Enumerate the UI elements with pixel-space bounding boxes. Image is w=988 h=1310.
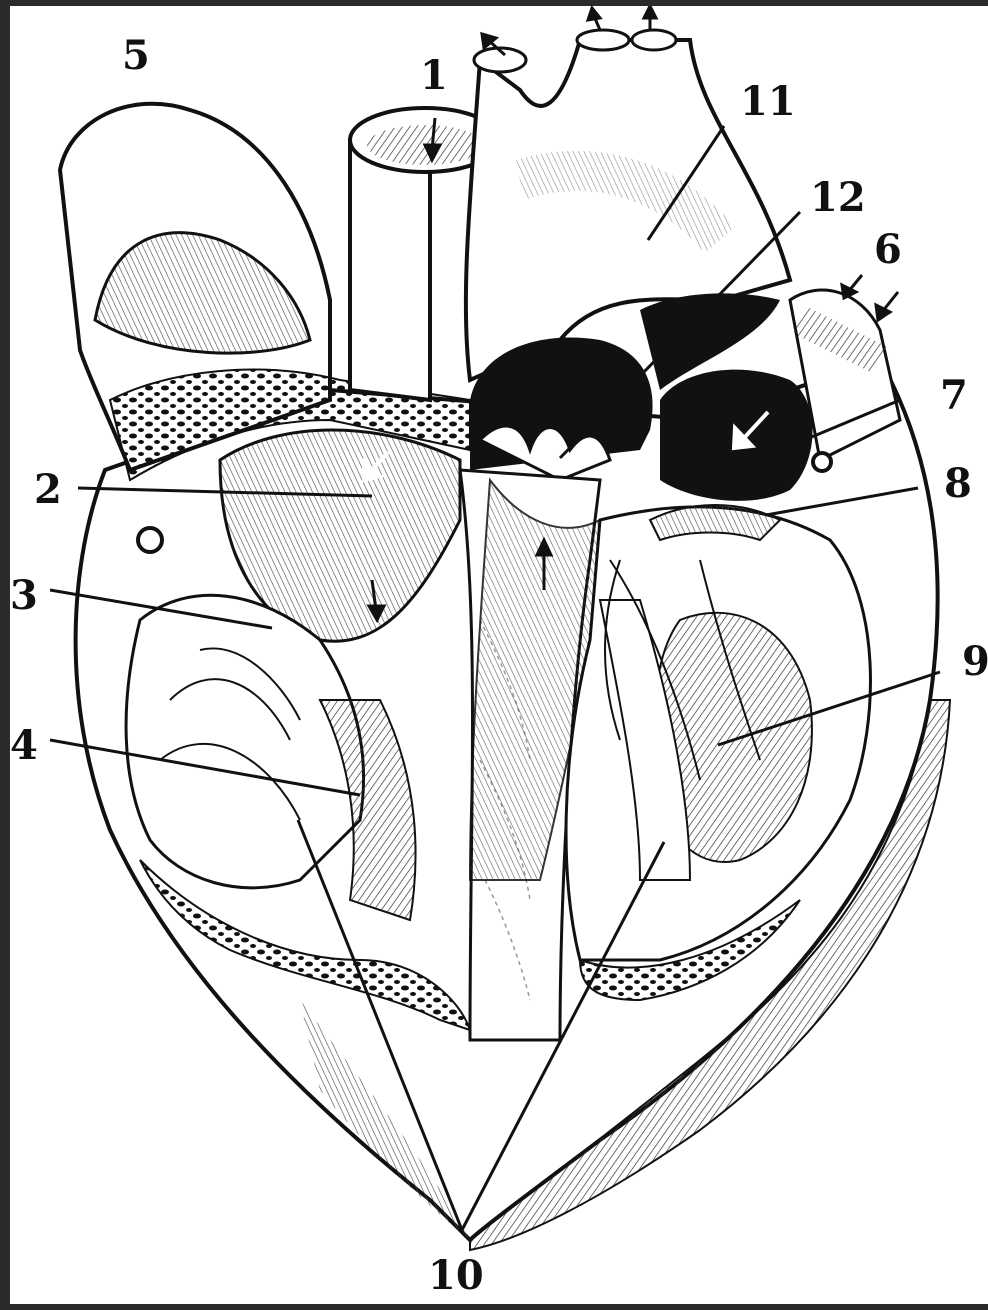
label-9: 9 bbox=[962, 642, 988, 682]
label-7: 7 bbox=[940, 376, 968, 416]
subclavian-branch bbox=[632, 30, 676, 50]
label-10: 10 bbox=[428, 1256, 484, 1296]
label-8: 8 bbox=[944, 464, 972, 504]
pulmonary-trunk bbox=[350, 140, 430, 400]
coronary-vessel-left bbox=[138, 528, 162, 552]
label-4: 4 bbox=[10, 726, 38, 766]
label-11: 11 bbox=[740, 82, 796, 122]
heart-diagram-sheet: 1 2 3 4 5 6 7 8 9 10 11 12 bbox=[10, 6, 988, 1304]
carotid-branch bbox=[577, 30, 629, 50]
label-12: 12 bbox=[810, 178, 866, 218]
label-6: 6 bbox=[874, 230, 902, 270]
label-1: 1 bbox=[420, 56, 448, 96]
label-2: 2 bbox=[34, 470, 62, 510]
label-5: 5 bbox=[122, 36, 150, 76]
coronary-vessel-right bbox=[813, 453, 831, 471]
label-3: 3 bbox=[10, 576, 38, 616]
